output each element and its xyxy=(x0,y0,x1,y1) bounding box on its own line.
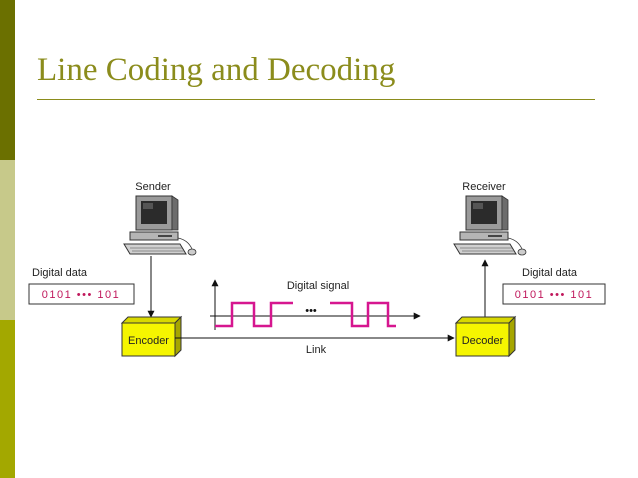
bits-box-right xyxy=(502,283,606,305)
sender-computer-icon xyxy=(123,195,197,256)
signal-waveform-left xyxy=(215,301,293,328)
encoder-label: Encoder xyxy=(128,335,169,347)
sidebar-stripe-dark xyxy=(0,0,15,160)
bits-left: 0101 ••• 101 xyxy=(42,289,121,301)
signal-ellipsis: ••• xyxy=(305,305,317,317)
digital-data-label-right: Digital data xyxy=(522,267,578,279)
digital-data-label-left: Digital data xyxy=(32,267,88,279)
link-label: Link xyxy=(306,344,327,356)
slide-title: Line Coding and Decoding xyxy=(37,52,396,88)
sidebar-stripe-mid xyxy=(0,320,15,478)
encoder-box xyxy=(120,315,183,358)
bits-right: 0101 ••• 101 xyxy=(515,289,594,301)
receiver-computer-icon xyxy=(453,195,527,256)
decoder-box xyxy=(454,315,517,358)
signal-waveform-right xyxy=(330,301,396,328)
bits-box-left xyxy=(28,283,135,305)
sidebar-stripe-light xyxy=(0,160,15,320)
receiver-label: Receiver xyxy=(462,181,506,193)
title-underline xyxy=(37,99,595,100)
digital-signal-label: Digital signal xyxy=(287,280,349,292)
decoder-label: Decoder xyxy=(462,335,504,347)
sender-label: Sender xyxy=(135,181,171,193)
